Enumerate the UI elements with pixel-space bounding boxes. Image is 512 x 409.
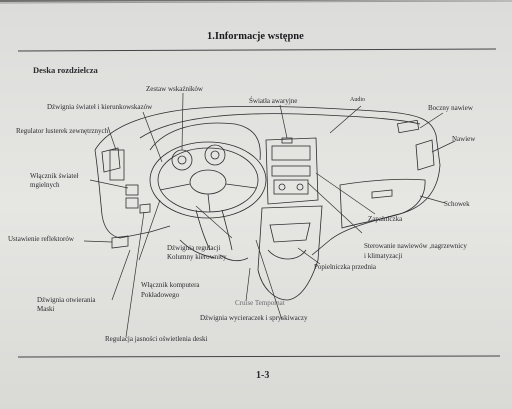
label-popielniczka: Popielniczka przednia [314, 263, 377, 271]
label-sterowanie-nawiewow-1: Sterowanie nawiewów ,nagrzewnicy [364, 242, 467, 250]
footer-rule [17, 355, 501, 358]
label-dzwignia-otwierania-2: Maski [37, 305, 55, 313]
label-dzwignia-otwierania-1: Dźwignia otwierania [37, 296, 96, 304]
label-dzwignia-swiatel: Dźwignia świateł i kierunkowskazów [47, 103, 153, 111]
label-nawiew: Nawiew [452, 135, 476, 143]
label-dzwignia-wycieraczek: Dźwignia wycieraczek i spryskiwaczy [200, 314, 308, 322]
label-swiatla-awaryjne: Światła awaryjne [249, 97, 298, 105]
section-title: Deska rozdzielcza [33, 65, 98, 75]
page-number: 1-3 [256, 370, 270, 381]
label-zestaw-wskaznikow: Zestaw wskaźników [146, 85, 203, 93]
label-cruise-tempomat: Cruise Tempomat [235, 299, 285, 307]
label-regulator-lusterek: Regulator lusterek zewnętrznych [16, 127, 109, 135]
label-regulacja-jasnosci: Regulacja jasności oświetlenia deski [105, 335, 208, 343]
label-schowek: Schowek [444, 200, 470, 208]
label-dzwignia-regulacji-2: Kolumny kierownicy [167, 253, 227, 261]
label-sterowanie-nawiewow-2: i klimatyzacji [364, 252, 403, 260]
chapter-title: 1.Informacje wstępne [207, 31, 304, 42]
label-wlacznik-swiatel-mgielnych-1: Włącznik świateł [30, 172, 79, 180]
label-audio: Audio [350, 97, 365, 103]
label-wlacznik-komputera-2: Pokładowego [141, 291, 180, 299]
label-boczny-nawiew: Boczny nawiew [428, 104, 473, 112]
label-wlacznik-swiatel-mgielnych-2: mgielnych [30, 181, 60, 189]
label-dzwignia-regulacji-1: Dźwignia regulacji [167, 244, 221, 252]
label-zapalniczka: Zapalniczka [368, 215, 403, 223]
label-wlacznik-komputera-1: Włącznik komputera [141, 281, 200, 289]
label-ustawienie-reflektorow: Ustawienie reflektorów [8, 235, 74, 243]
header-rule [17, 48, 497, 52]
